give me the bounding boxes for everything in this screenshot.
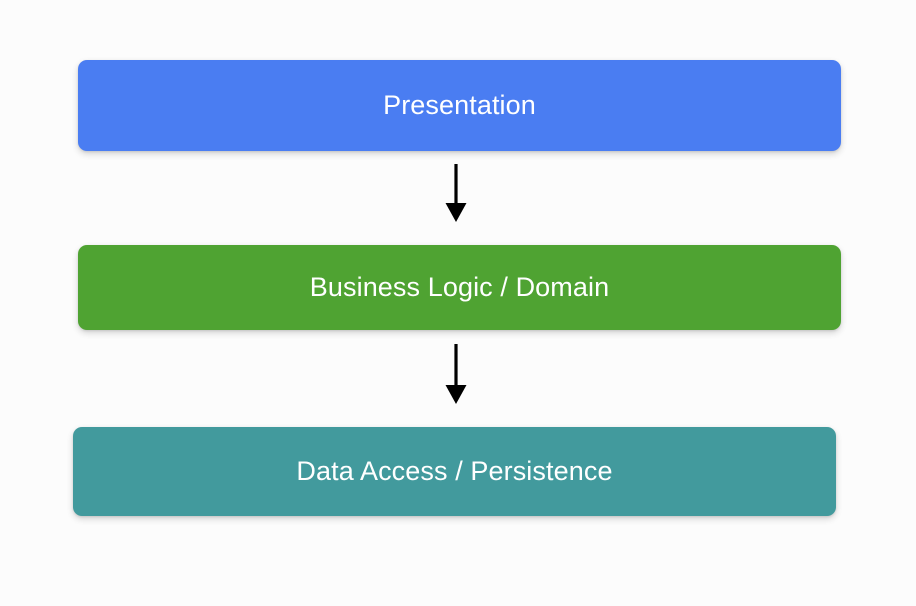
layer-label-data-access: Data Access / Persistence xyxy=(296,456,613,486)
arrow-head xyxy=(445,203,467,222)
layer-box-business-logic[interactable]: Business Logic / Domain xyxy=(78,245,841,330)
layer-box-data-access[interactable]: Data Access / Persistence xyxy=(73,427,836,516)
arrow-presentation-to-business-icon xyxy=(445,164,467,222)
layer-label-business-logic: Business Logic / Domain xyxy=(309,272,610,302)
arrow-head xyxy=(445,385,467,404)
layer-label-presentation: Presentation xyxy=(383,90,536,120)
layer-box-presentation[interactable]: Presentation xyxy=(78,60,841,151)
arrow-business-to-data-icon xyxy=(445,344,467,404)
